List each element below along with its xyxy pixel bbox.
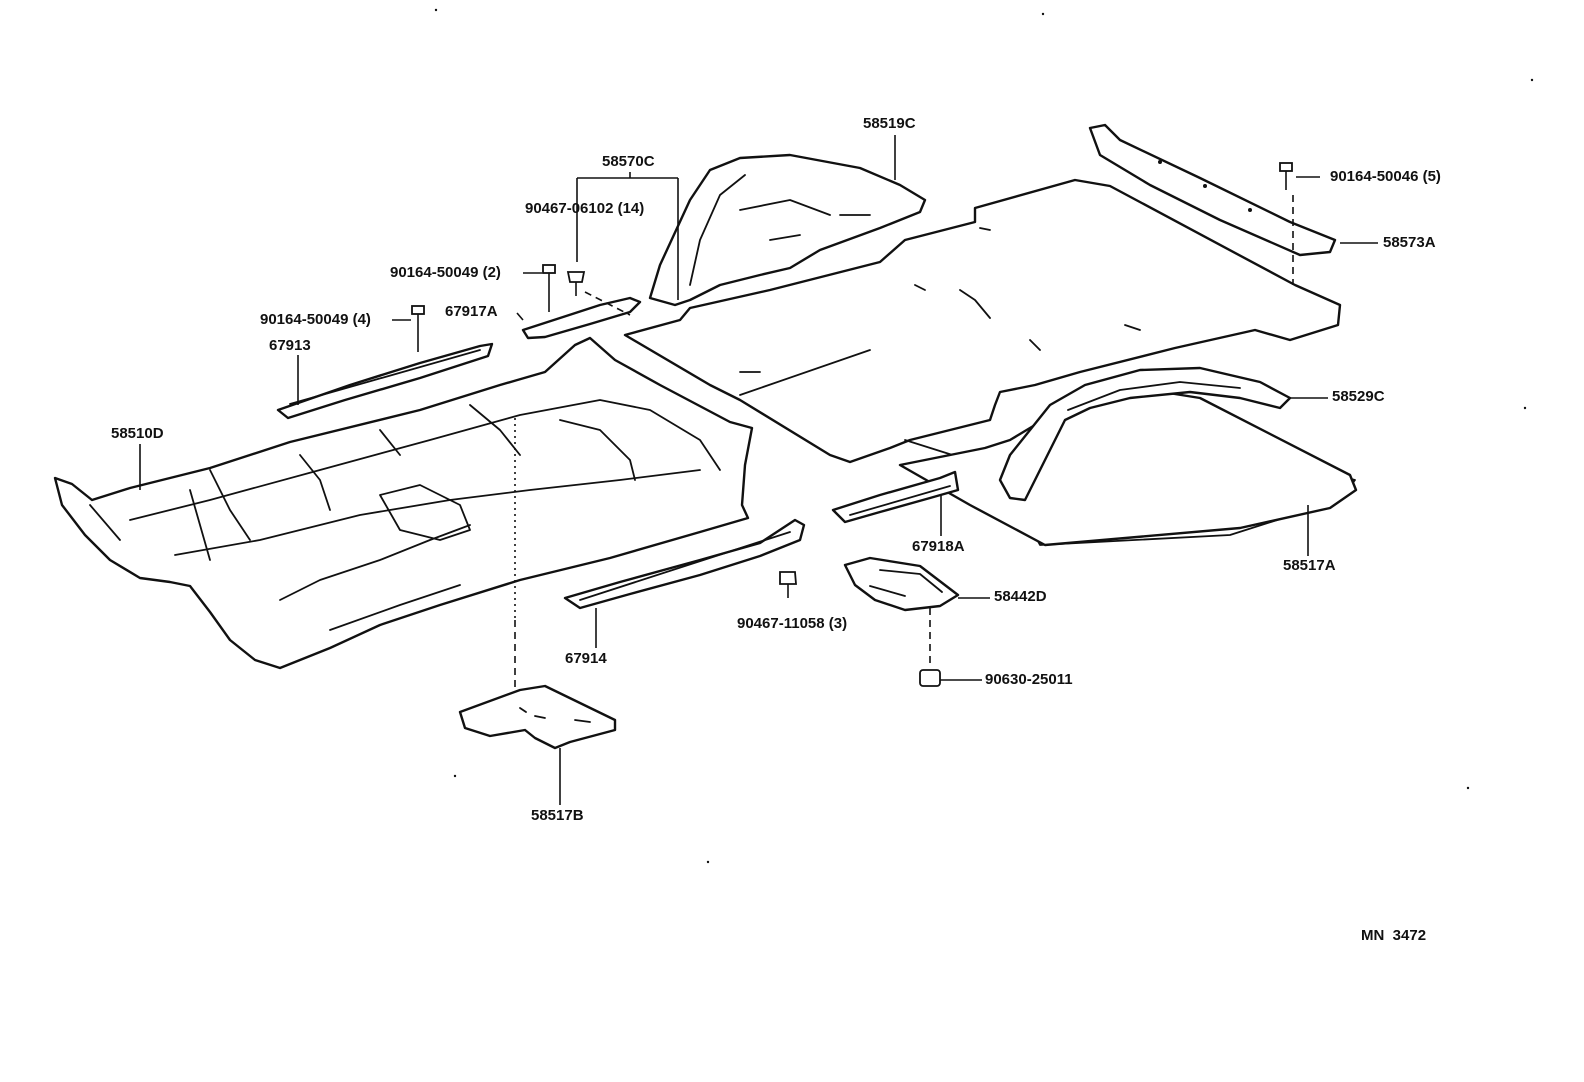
fastener-90164-50046-shape — [1279, 162, 1293, 190]
label-90164-50049-4: 90164-50049 (4) — [260, 311, 371, 328]
leader-lines — [139, 135, 1378, 805]
scuff-plate-67918A-shape — [831, 470, 960, 524]
label-67913: 67913 — [269, 337, 311, 354]
fastener-90164-50049-4-shape — [411, 305, 425, 352]
label-58573A: 58573A — [1383, 234, 1436, 251]
scuff-plate-67913-shape — [276, 342, 494, 420]
scuff-plate-67917A-shape — [521, 296, 642, 340]
label-90164-50049-2: 90164-50049 (2) — [390, 264, 501, 281]
figure-code: MN 3472 — [1361, 927, 1427, 944]
rear-floor-carpet-58517A-shape — [623, 178, 1358, 547]
fastener-90164-50049-2-shape — [542, 264, 556, 312]
scuff-plate-67914-shape — [563, 518, 806, 610]
clip-90467-06102-shape — [566, 271, 586, 296]
label-58510D: 58510D — [111, 425, 164, 442]
front-cover-58519C-shape — [648, 153, 927, 307]
rear-wheelhouse-58529C-shape — [998, 366, 1292, 502]
rear-trim-58573A-shape — [1088, 123, 1337, 257]
label-58442D: 58442D — [994, 588, 1047, 605]
label-90630-25011: 90630-25011 — [985, 671, 1073, 688]
label-67918A: 67918A — [912, 538, 965, 555]
clip-90467-11058-shape — [779, 571, 797, 598]
label-58570C: 58570C — [602, 153, 655, 170]
label-58529C: 58529C — [1332, 388, 1385, 405]
label-58517B: 58517B — [531, 807, 584, 824]
grommet-90630-25011-shape — [919, 669, 941, 687]
label-67914: 67914 — [565, 650, 607, 667]
bracket-58442D-shape — [843, 556, 960, 612]
label-90164-50046: 90164-50046 (5) — [1330, 168, 1441, 185]
alignment-lines — [514, 195, 1294, 690]
label-58517A: 58517A — [1283, 557, 1336, 574]
label-58519C: 58519C — [863, 115, 916, 132]
label-90467-06102: 90467-06102 (14) — [525, 200, 645, 217]
front-floor-carpet-58510D-shape — [53, 336, 754, 670]
label-90467-11058: 90467-11058 (3) — [737, 615, 848, 632]
small-pad-58517B-shape — [458, 684, 617, 750]
scan-specks — [434, 8, 1534, 864]
label-67917A: 67917A — [445, 303, 498, 320]
